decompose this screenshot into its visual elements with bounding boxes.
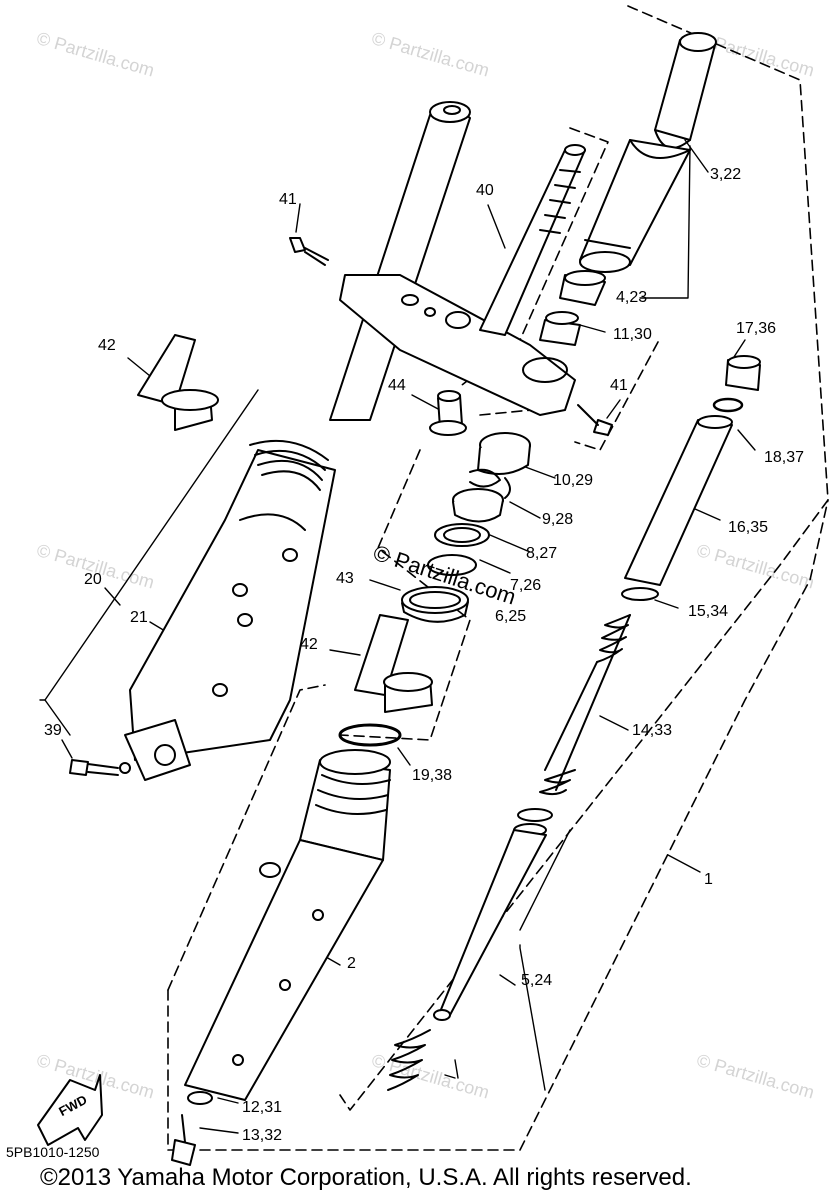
right-inner-tube	[579, 32, 717, 273]
fork-cover-lower	[354, 614, 433, 713]
steering-stem	[479, 144, 586, 336]
collar-44	[429, 390, 467, 436]
copyright-notice: ©2013 Yamaha Motor Corporation, U.S.A. A…	[40, 1164, 692, 1191]
seals-stack	[401, 432, 531, 623]
callout-42: 42	[98, 337, 116, 354]
callout-19-38: 19,38	[412, 767, 453, 784]
fork-spring	[517, 614, 631, 822]
callout-10-29: 10,29	[553, 472, 594, 489]
callout-15-34: 15,34	[688, 603, 729, 620]
callout-3-22: 3,22	[710, 166, 742, 183]
leader-lines	[39, 139, 756, 1134]
callout-7-26: 7,26	[510, 577, 542, 594]
left-fork-assembly	[119, 101, 471, 781]
outer-tube	[184, 749, 391, 1105]
callout-44: 44	[388, 377, 406, 394]
bolts	[69, 237, 613, 1166]
callout-1: 1	[704, 871, 713, 888]
fork-cover-upper	[137, 334, 219, 431]
o-ring	[338, 723, 402, 747]
callout-4-23: 4,23	[616, 289, 648, 306]
diagram-code: 5PB1010-1250	[6, 1144, 100, 1160]
callout-41: 41	[610, 377, 628, 394]
callout-18-37: 18,37	[764, 449, 805, 466]
callout-42: 42	[300, 636, 318, 653]
spacer-tube	[621, 415, 733, 601]
callout-6-25: 6,25	[495, 608, 527, 625]
callout-41: 41	[279, 191, 297, 208]
damper-rod	[387, 823, 547, 1091]
fwd-arrow	[37, 1074, 103, 1146]
callout-5-24: 5,24	[521, 972, 553, 989]
callout-2: 2	[347, 955, 356, 972]
triple-clamp	[339, 274, 576, 416]
callout-12-31: 12,31	[242, 1099, 283, 1116]
cap-bolt	[712, 355, 761, 413]
callout-20: 20	[84, 571, 102, 588]
callout-11-30: 11,30	[613, 326, 652, 343]
callout-8-27: 8,27	[526, 545, 558, 562]
callout-21: 21	[130, 609, 148, 626]
callout-39: 39	[44, 722, 62, 739]
callout-14-33: 14,33	[632, 722, 673, 739]
callout-13-32: 13,32	[242, 1127, 283, 1144]
callout-9-28: 9,28	[542, 511, 574, 528]
callout-40: 40	[476, 182, 494, 199]
bushings	[539, 270, 606, 346]
callout-43: 43	[336, 570, 354, 587]
callout-16-35: 16,35	[728, 519, 769, 536]
callout-17-36: 17,36	[736, 320, 777, 337]
